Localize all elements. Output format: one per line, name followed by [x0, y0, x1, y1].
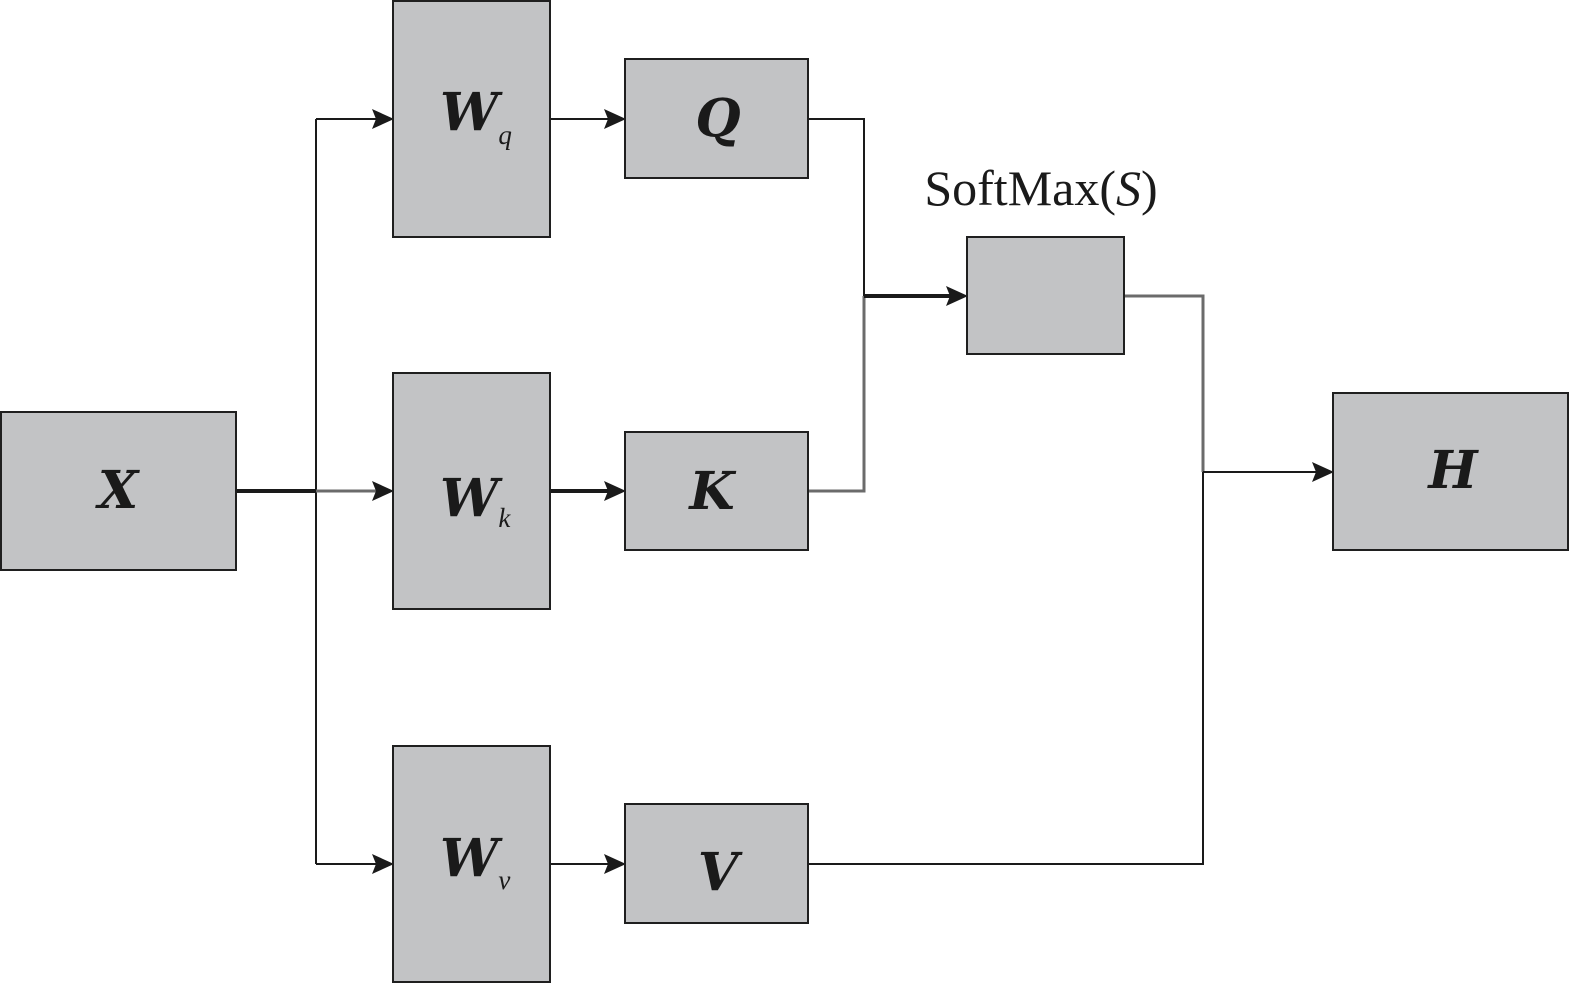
node-h-box: [1332, 392, 1569, 551]
connector-k-merge: [808, 296, 866, 493]
connector-softmax-out: [1125, 294, 1205, 472]
node-k-box: [624, 431, 809, 551]
node-wq: Wq: [392, 0, 551, 238]
node-wv-box: [392, 745, 551, 983]
node-wv-main: W: [440, 828, 503, 889]
node-wk-label: Wk: [440, 468, 511, 533]
node-softmax: SoftMax(S): [924, 160, 1158, 355]
connector-v-out: [808, 472, 1204, 865]
node-h: H: [1332, 392, 1569, 551]
node-x-label: X: [95, 460, 141, 521]
arrowhead-q: [604, 109, 626, 129]
connectors: [236, 109, 1334, 874]
node-wq-subscript: q: [498, 120, 512, 150]
arrowhead-wq: [372, 109, 394, 129]
node-q-box: [624, 58, 809, 179]
node-v-label: V: [698, 842, 743, 903]
arrowhead-wv: [372, 854, 394, 874]
connector-q-merge: [808, 118, 865, 296]
softmax-caption-suffix: ): [1141, 160, 1158, 216]
arrowhead-v: [604, 854, 626, 874]
node-wv-label: Wv: [440, 828, 510, 895]
node-softmax-box: [966, 236, 1125, 355]
node-q-label: Q: [695, 88, 740, 149]
node-wk-main: W: [440, 468, 503, 529]
node-wk: Wk: [392, 372, 551, 610]
node-q: Q: [624, 58, 809, 179]
softmax-caption-prefix: SoftMax(: [924, 160, 1116, 216]
node-k: K: [624, 431, 809, 551]
arrowhead-wk: [372, 481, 394, 501]
node-h-label: H: [1426, 440, 1479, 501]
node-wq-box: [392, 0, 551, 238]
node-wk-box: [392, 372, 551, 610]
node-x: X: [0, 411, 237, 571]
node-wk-subscript: k: [498, 503, 511, 533]
node-v: V: [624, 803, 809, 924]
softmax-caption-var: S: [1116, 160, 1141, 216]
node-v-box: [624, 803, 809, 924]
softmax-caption: SoftMax(S): [924, 160, 1157, 216]
node-wv: Wv: [392, 745, 551, 983]
node-wq-label: Wq: [440, 82, 512, 150]
node-wq-main: W: [440, 82, 503, 143]
arrowhead-k: [604, 481, 626, 501]
arrowhead-softmax: [946, 286, 968, 306]
arrowhead-h: [1312, 462, 1334, 482]
node-x-box: [0, 411, 237, 571]
node-k-label: K: [687, 461, 736, 522]
node-wv-subscript: v: [498, 865, 510, 895]
